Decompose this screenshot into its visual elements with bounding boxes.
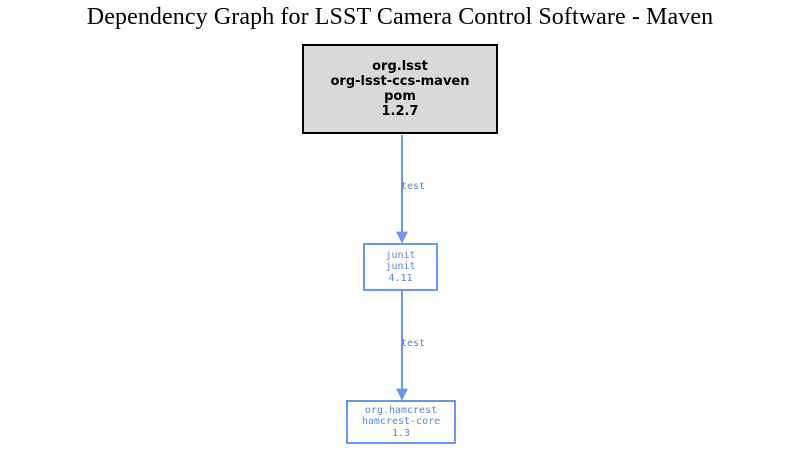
node-hamcrest-version: 1.3 — [391, 427, 411, 439]
node-hamcrest-group-id: org.hamcrest — [364, 404, 438, 416]
node-root-version: 1.2.7 — [381, 104, 419, 119]
node-junit-version: 4.11 — [388, 272, 413, 284]
node-root-packaging: pom — [384, 89, 416, 104]
node-org-lsst-ccs-maven[interactable]: org.lsst org-lsst-ccs-maven pom 1.2.7 — [302, 44, 498, 134]
node-junit-artifact-id: junit — [385, 261, 416, 273]
page-title: Dependency Graph for LSST Camera Control… — [86, 4, 714, 30]
node-junit[interactable]: junit junit 4.11 — [363, 243, 438, 291]
edge-label-root-junit: test — [401, 181, 426, 192]
node-root-artifact-id: org-lsst-ccs-maven — [330, 74, 470, 89]
node-junit-group-id: junit — [385, 249, 416, 261]
node-hamcrest-core[interactable]: org.hamcrest hamcrest-core 1.3 — [346, 400, 456, 444]
node-root-group-id: org.lsst — [372, 59, 428, 74]
node-hamcrest-artifact-id: hamcrest-core — [361, 416, 441, 428]
edge-label-junit-hamcrest: test — [401, 338, 426, 349]
